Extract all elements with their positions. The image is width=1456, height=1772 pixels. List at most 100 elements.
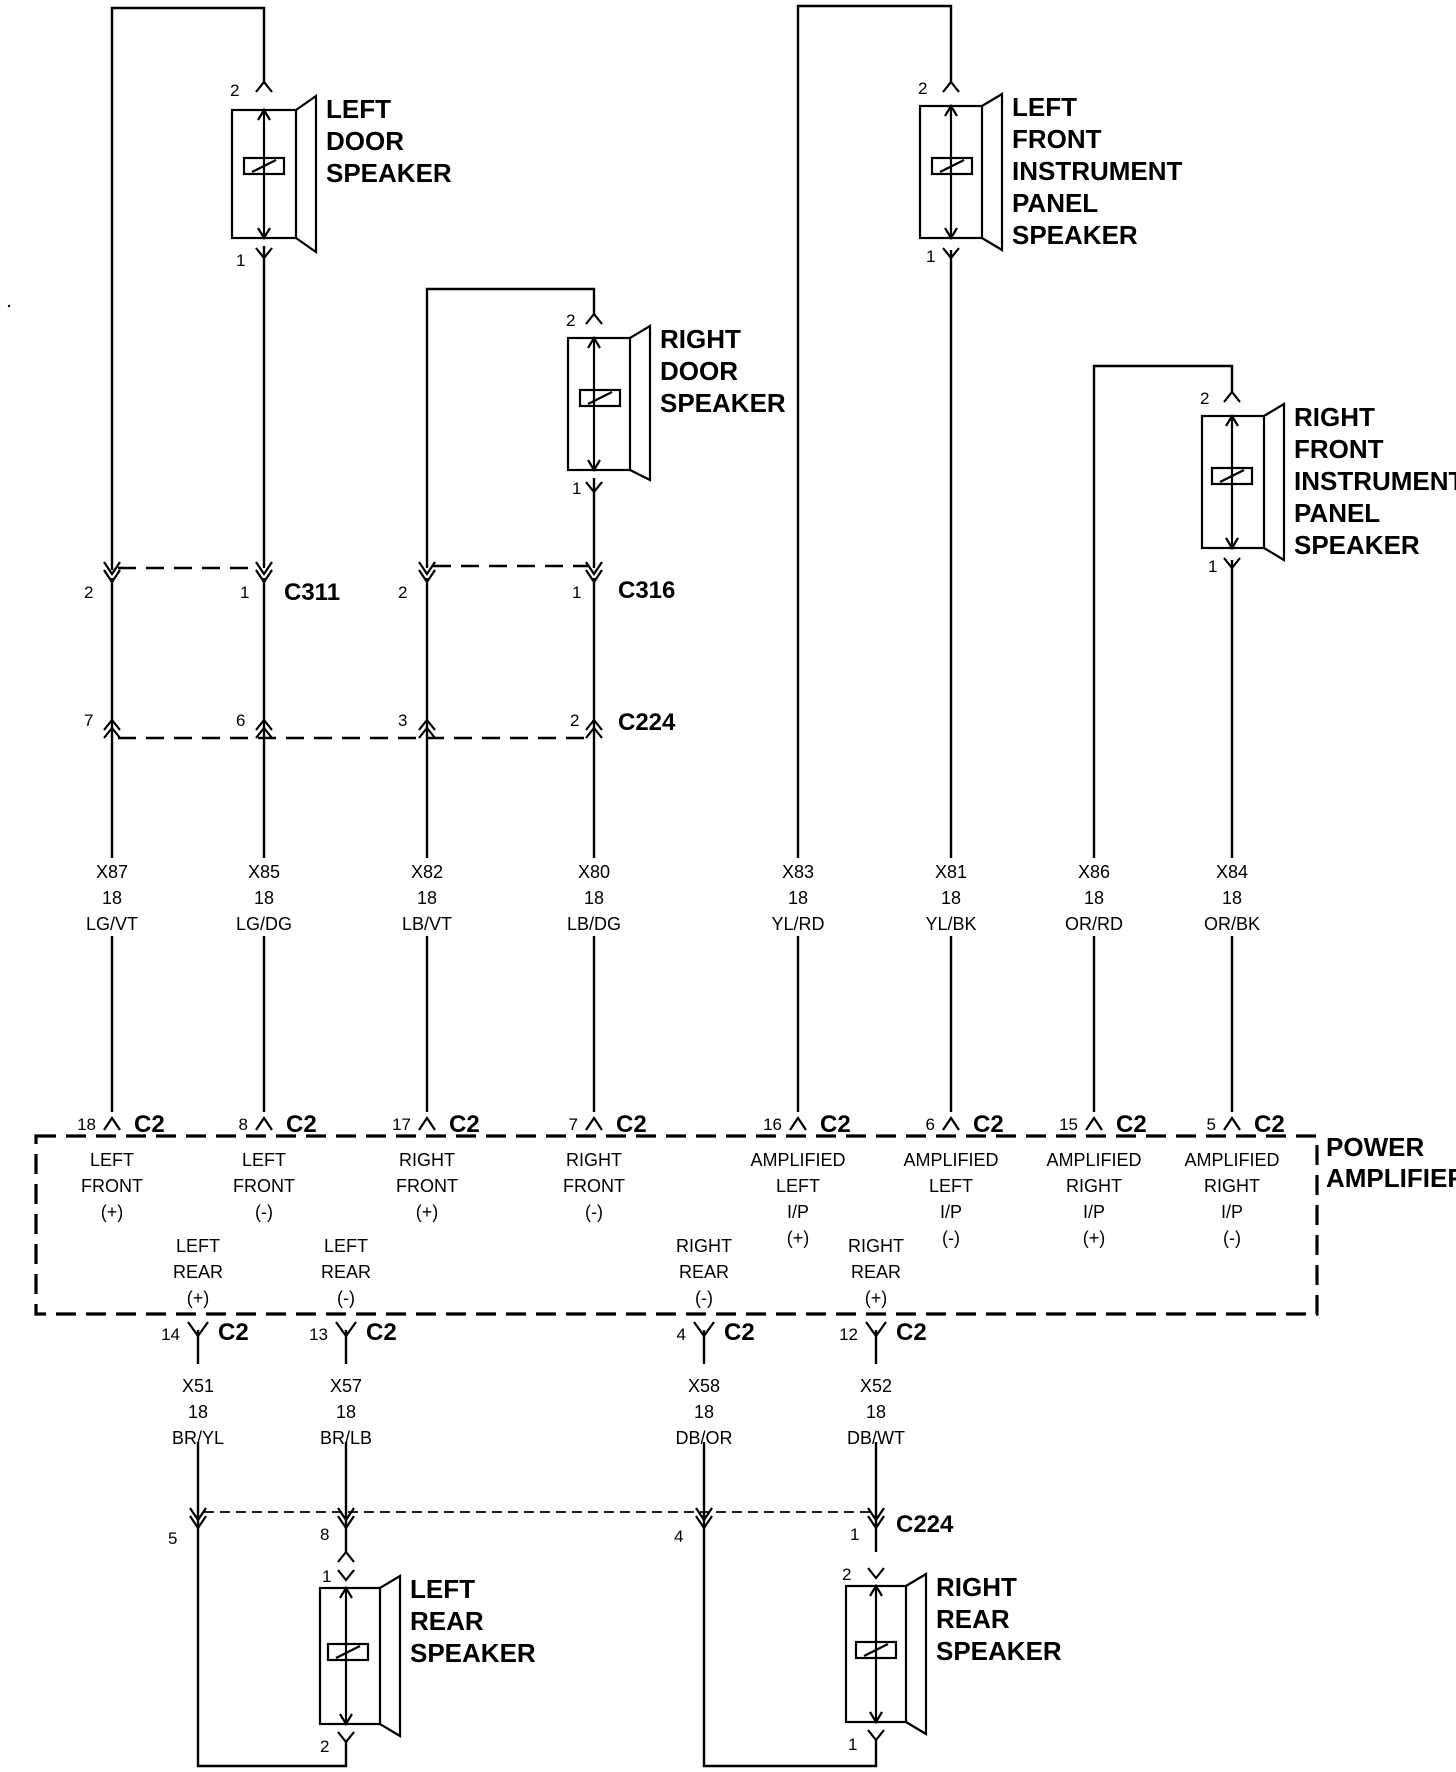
amp-pin-label: (-) (942, 1228, 960, 1248)
amp-pin-label: RIGHT (848, 1236, 904, 1256)
speaker-body (566, 336, 632, 472)
amp-pin-label: FRONT (81, 1176, 143, 1196)
speaker-label: SPEAKER (936, 1636, 1062, 1666)
pin-2: 2 (918, 79, 927, 98)
speaker-body (318, 1586, 382, 1726)
speaker-label: RIGHT (1294, 402, 1375, 432)
c2-connector-icon (418, 1116, 436, 1131)
amp-pin-label: I/P (1221, 1202, 1243, 1222)
speaker-label: LEFT (1012, 92, 1077, 122)
pin-1: 1 (1208, 557, 1217, 576)
c2-connector-icon (693, 1321, 715, 1338)
speaker-label: DOOR (326, 126, 404, 156)
c2-label: C2 (616, 1111, 647, 1138)
speaker-label: FRONT (1012, 124, 1102, 154)
c2-pin: 7 (569, 1115, 578, 1134)
c2-pin: 13 (309, 1325, 328, 1344)
speaker-label: LEFT (326, 94, 391, 124)
speaker-label: SPEAKER (660, 388, 786, 418)
wire-color: YL/BK (925, 914, 976, 934)
wire-circuit: X51 (182, 1376, 214, 1396)
speaker-cone (1263, 402, 1286, 562)
wire-gauge: 18 (694, 1402, 714, 1422)
c2-pin: 6 (926, 1115, 935, 1134)
wire-circuit: X82 (411, 862, 443, 882)
c224-pin: 1 (850, 1525, 859, 1544)
c2-connector-icon (103, 1116, 121, 1131)
c2-connector-icon (585, 1116, 603, 1131)
power-amplifier-label-2: AMPLIFIER (1326, 1163, 1456, 1193)
speaker-label: REAR (410, 1606, 484, 1636)
c311-label: C311 (284, 579, 340, 606)
c2-pin: 8 (239, 1115, 248, 1134)
label-bg (764, 858, 832, 936)
c224-front-connector: 7 6 3 2 C224 (84, 709, 676, 739)
wire-circuit: X84 (1216, 862, 1248, 882)
c2-pin: 5 (1207, 1115, 1216, 1134)
wire-circuit: X81 (935, 862, 967, 882)
c224-pin: 8 (320, 1525, 329, 1544)
wire-color: LG/DG (236, 914, 292, 934)
speaker-cone (981, 92, 1004, 252)
amp-pin-label: I/P (787, 1202, 809, 1222)
amp-pin-label: I/P (940, 1202, 962, 1222)
amp-pin-label: (-) (337, 1288, 355, 1308)
c2-label: C2 (449, 1111, 480, 1138)
c2-pin: 4 (677, 1325, 686, 1344)
power-amplifier-box (34, 1134, 1319, 1316)
wire-gauge: 18 (1222, 888, 1242, 908)
wire-circuit: X52 (860, 1376, 892, 1396)
pin-2: 2 (566, 311, 575, 330)
amp-pin-label: FRONT (233, 1176, 295, 1196)
speaker-label: PANEL (1012, 188, 1098, 218)
left-front-instrument-panel-speaker: 2 1 LEFT FRONT INSTRUMENT PANEL SPEAKER (918, 79, 1183, 266)
wire-x86 (1092, 364, 1234, 1112)
amp-pin-label: REAR (851, 1262, 901, 1282)
c224-pin: 7 (84, 711, 93, 730)
c2-connector-icon (255, 1116, 273, 1131)
c224-pin: 6 (236, 711, 245, 730)
amp-pin-label: FRONT (563, 1176, 625, 1196)
c2-label: C2 (820, 1111, 851, 1138)
amp-pin-label: LEFT (242, 1150, 286, 1170)
right-door-speaker: 2 1 RIGHT DOOR SPEAKER (566, 311, 786, 498)
c2-pin: 12 (839, 1325, 858, 1344)
wire-gauge: 18 (1084, 888, 1104, 908)
c2-pin: 16 (763, 1115, 782, 1134)
pin-1: 1 (848, 1735, 857, 1754)
wire-color: LB/VT (402, 914, 452, 934)
wire-x58 (702, 1330, 878, 1768)
left-door-speaker: 2 1 LEFT DOOR SPEAKER (230, 80, 452, 270)
wire-x82 (425, 287, 596, 568)
c2-label: C2 (1116, 1111, 1147, 1138)
right-front-instrument-panel-speaker: 2 1 RIGHT FRONT INSTRUMENT PANEL SPEAKER (1200, 389, 1456, 576)
wire-gauge: 18 (254, 888, 274, 908)
amp-pin-label: (+) (187, 1288, 210, 1308)
c2-label: C2 (724, 1319, 755, 1346)
label-bg (230, 858, 298, 936)
speaker-label: RIGHT (936, 1572, 1017, 1602)
label-bg (312, 1364, 380, 1442)
c311-pin: 1 (240, 583, 249, 602)
wire-gauge: 18 (417, 888, 437, 908)
speaker-label: PANEL (1294, 498, 1380, 528)
c2-label: C2 (134, 1111, 165, 1138)
wire-gauge: 18 (788, 888, 808, 908)
c311-pin: 2 (84, 583, 93, 602)
c2-connector-icon (335, 1321, 357, 1338)
amp-pin-label: (+) (787, 1228, 810, 1248)
label-bg (164, 1364, 232, 1442)
amp-pin-label: RIGHT (566, 1150, 622, 1170)
pin-2: 2 (320, 1737, 329, 1756)
wire-color: BR/YL (172, 1428, 224, 1448)
speaker-label: RIGHT (660, 324, 741, 354)
c2-label: C2 (366, 1319, 397, 1346)
speaker-cone (905, 1572, 928, 1736)
c311-connector: 2 1 C311 (84, 561, 340, 606)
c2-pin: 15 (1059, 1115, 1078, 1134)
c2-label: C2 (1254, 1111, 1285, 1138)
